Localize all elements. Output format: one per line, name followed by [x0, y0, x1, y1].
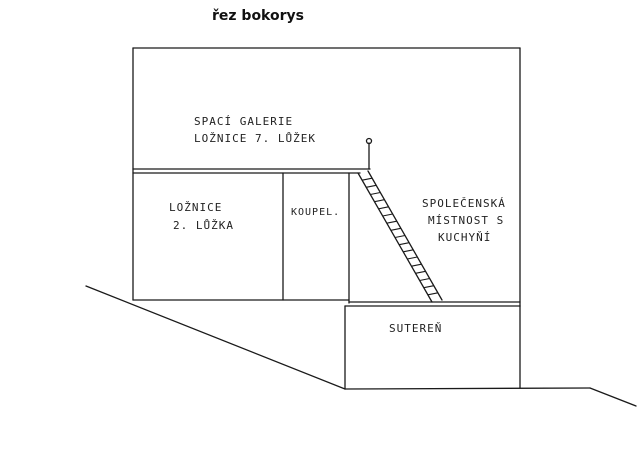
bedroom-label-line2: 2. LŮŽKA [173, 219, 234, 232]
ladder-rung [407, 257, 417, 259]
ladder-rung [428, 293, 438, 295]
railing-knob [367, 139, 372, 144]
ladder-rungs [362, 178, 438, 295]
ladder-rung [366, 185, 376, 187]
ladder-rung [362, 178, 372, 180]
ladder-rung [411, 264, 421, 266]
living-room-label-line1: SPOLEČENSKÁ [422, 197, 506, 210]
living-room-label-line2: MÍSTNOST S [428, 214, 505, 227]
ladder-rung [395, 236, 405, 238]
bedroom-label-line1: LOŽNICE [169, 201, 223, 214]
gallery-label-line1: SPACÍ GALERIE [194, 115, 294, 128]
basement-label: SUTEREŇ [389, 322, 443, 335]
terrain-line-end [590, 388, 636, 406]
ladder-rung [403, 250, 413, 252]
ladder-rung [391, 228, 401, 230]
gallery-label-line2: LOŽNICE 7. LŮŽEK [194, 132, 316, 145]
ladder-rung [374, 200, 384, 202]
living-room-label-line3: KUCHYŇÍ [438, 231, 492, 244]
ladder-rung [399, 243, 409, 245]
ladder-rung [387, 221, 397, 223]
ladder-rung [383, 214, 393, 216]
bathroom-label: KOUPEL. [291, 207, 341, 218]
drawing-title: řez bokorys [212, 8, 304, 24]
ladder-rung [424, 286, 434, 288]
ladder-rung [420, 279, 430, 281]
terrain-line [86, 286, 345, 389]
ladder-rung [379, 207, 389, 209]
terrain-line-right [345, 388, 590, 389]
ladder-rung [416, 271, 426, 273]
ladder-rung [370, 193, 380, 195]
